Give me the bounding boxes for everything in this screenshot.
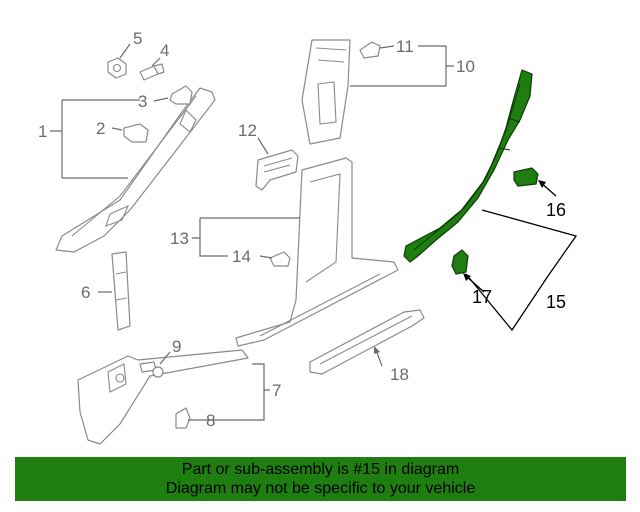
callout-1: 1: [38, 122, 47, 141]
part-7-sill-kick-panel: [77, 349, 249, 445]
part-15-pillar-trim-highlighted: [403, 69, 533, 263]
part-16-clip-highlighted: [513, 167, 539, 187]
part-8-clip: [175, 407, 191, 429]
part-3-clip: [169, 85, 193, 105]
parts-diagram: 1 2 3 4 5 6 7 8 9 10 11 12 13 14 15 16 1…: [38, 29, 578, 445]
callout-12: 12: [238, 121, 257, 140]
callout-2: 2: [96, 119, 105, 138]
callout-18: 18: [390, 365, 409, 384]
callout-6: 6: [81, 283, 90, 302]
callout-13: 13: [170, 229, 189, 248]
part-1-a-pillar-trim: [55, 87, 216, 253]
part-11-clip: [359, 41, 381, 59]
callout-10: 10: [456, 57, 475, 76]
info-banner: Part or sub-assembly is #15 in diagram D…: [15, 457, 626, 501]
callout-3: 3: [138, 92, 147, 111]
callout-15: 15: [546, 292, 566, 312]
leader-lines: [50, 43, 578, 421]
callout-11: 11: [396, 37, 414, 56]
callout-7: 7: [272, 381, 281, 400]
part-12-bracket: [255, 149, 299, 191]
part-4-bolt: [139, 63, 165, 81]
part-17-clip-highlighted: [451, 249, 469, 275]
part-5-nut: [107, 57, 127, 79]
callout-14: 14: [232, 247, 251, 266]
part-9-bolt: [139, 361, 164, 378]
callout-4: 4: [160, 41, 169, 60]
banner-line-1: Part or sub-assembly is #15 in diagram: [181, 461, 460, 478]
callout-9: 9: [172, 337, 181, 356]
banner-line-2: Diagram may not be specific to your vehi…: [165, 480, 476, 497]
callout-labels: 1 2 3 4 5 6 7 8 9 10 11 12 13 14 15 16 1…: [38, 29, 566, 430]
part-13-lower-b-pillar-trim: [235, 157, 399, 347]
callout-5: 5: [133, 29, 142, 48]
callout-16: 16: [546, 200, 566, 220]
part-2-clip: [123, 123, 149, 143]
part-14-clip: [269, 251, 291, 267]
part-18-sill-plate: [309, 309, 425, 375]
callout-17: 17: [472, 287, 492, 307]
part-6-lower-pillar-panel: [111, 251, 131, 331]
callout-8: 8: [206, 411, 215, 430]
part-10-upper-b-pillar-trim: [301, 39, 351, 145]
